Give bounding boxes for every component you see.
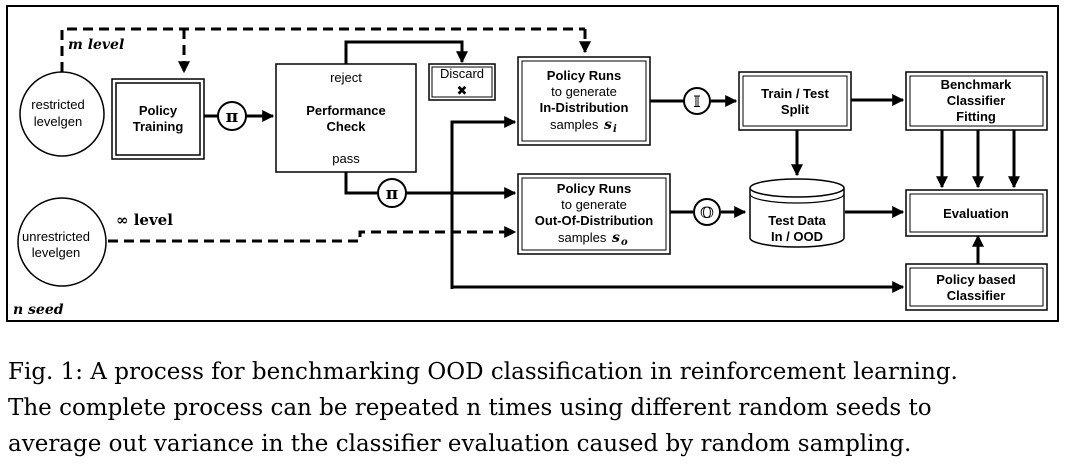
discard-inner <box>431 66 493 98</box>
id-runs-title: Policy Runs <box>547 68 621 83</box>
restricted-label: levelgen <box>34 114 82 129</box>
benchmark-fitting-inner <box>909 75 1044 127</box>
n-seed-label: n seed <box>13 302 64 318</box>
performance-check-label: Check <box>326 119 366 134</box>
ood-runs-box <box>517 173 671 255</box>
ood-runs-sample-subscript: o <box>621 237 628 248</box>
policy-training-inner <box>115 82 201 156</box>
policy-training-label: Training <box>133 119 184 134</box>
policy-classifier-box <box>905 263 1048 311</box>
test-data-cylinder <box>749 178 845 248</box>
benchmark-fitting-box <box>905 71 1048 131</box>
id-runs-sample-symbol: s <box>604 117 612 133</box>
unrestricted-levelgen-circle <box>17 197 107 287</box>
benchmark-fitting-label: Classifier <box>947 93 1006 108</box>
solid-connectors <box>204 40 1020 293</box>
ood-runs-samples: samples <box>558 230 607 245</box>
svg-text:π: π <box>386 184 398 204</box>
svg-text:𝕆: 𝕆 <box>700 203 714 222</box>
id-runs-inner <box>521 60 647 142</box>
ood-runs-inner <box>521 177 667 251</box>
loop-line <box>450 116 517 289</box>
policy-training-box <box>111 78 205 160</box>
ood-runs-title: Policy Runs <box>557 181 631 196</box>
outer-frame <box>6 5 1059 322</box>
pi-symbol-training: π <box>217 101 247 131</box>
dashed-connectors <box>60 27 591 243</box>
evaluation-box <box>905 189 1048 237</box>
discard-label: Discard <box>440 66 484 81</box>
ood-symbol: 𝕆 <box>693 198 721 226</box>
svg-text:𝕀: 𝕀 <box>693 92 700 111</box>
pass-to-pi <box>344 172 378 195</box>
ood-runs-sample-symbol: s <box>612 230 620 246</box>
performance-check-label: Performance <box>306 103 385 118</box>
reject-to-discard <box>344 40 468 64</box>
id-runs-dist: In-Distribution <box>540 100 629 115</box>
id-runs-samples: samples <box>550 117 599 132</box>
id-runs-sub: to generate <box>551 84 617 99</box>
benchmark-fitting-label: Fitting <box>956 109 996 124</box>
restricted-levelgen-circle <box>19 71 105 157</box>
train-test-split-inner <box>742 75 848 127</box>
pi-symbol-pass: π <box>377 178 407 208</box>
caption-line: average out variance in the classifier e… <box>8 431 912 457</box>
id-symbol: 𝕀 <box>683 87 711 115</box>
inf-level-label: ∞ level <box>116 211 173 229</box>
caption-line: The complete process can be repeated n t… <box>8 395 932 421</box>
reject-label: reject <box>330 70 362 85</box>
test-data-label: Test Data <box>768 213 826 228</box>
benchmark-fitting-label: Benchmark <box>941 77 1013 92</box>
id-runs-sample-subscript: i <box>613 124 617 135</box>
caption-line: Fig. 1: A process for benchmarking OOD c… <box>8 359 958 385</box>
policy-classifier-label: Classifier <box>947 288 1006 303</box>
ood-runs-dist: Out-Of-Distribution <box>535 213 653 228</box>
discard-box <box>428 63 496 101</box>
discard-x-icon: ✖ <box>457 83 468 98</box>
evaluation-inner <box>909 193 1044 233</box>
test-data-label: In / OOD <box>771 229 823 244</box>
unrestricted-to-ood-arrow <box>108 226 517 243</box>
m-level-label: m level <box>68 37 124 53</box>
restricted-to-top-line <box>60 27 585 72</box>
policy-classifier-label: Policy based <box>936 272 1016 287</box>
train-test-split-box <box>738 71 852 131</box>
svg-text:π: π <box>226 107 238 127</box>
train-test-split-label: Train / Test <box>761 86 829 101</box>
unrestricted-label: unrestricted <box>22 229 90 244</box>
policy-classifier-inner <box>909 267 1044 307</box>
ood-runs-sub: to generate <box>561 197 627 212</box>
train-test-split-label: Split <box>781 102 810 117</box>
restricted-label: restricted <box>31 97 84 112</box>
id-runs-box <box>517 56 651 146</box>
evaluation-label: Evaluation <box>943 206 1009 221</box>
performance-check-box <box>275 63 417 173</box>
pass-label: pass <box>332 151 360 166</box>
policy-training-label: Policy <box>139 103 178 118</box>
unrestricted-label: levelgen <box>32 245 80 260</box>
